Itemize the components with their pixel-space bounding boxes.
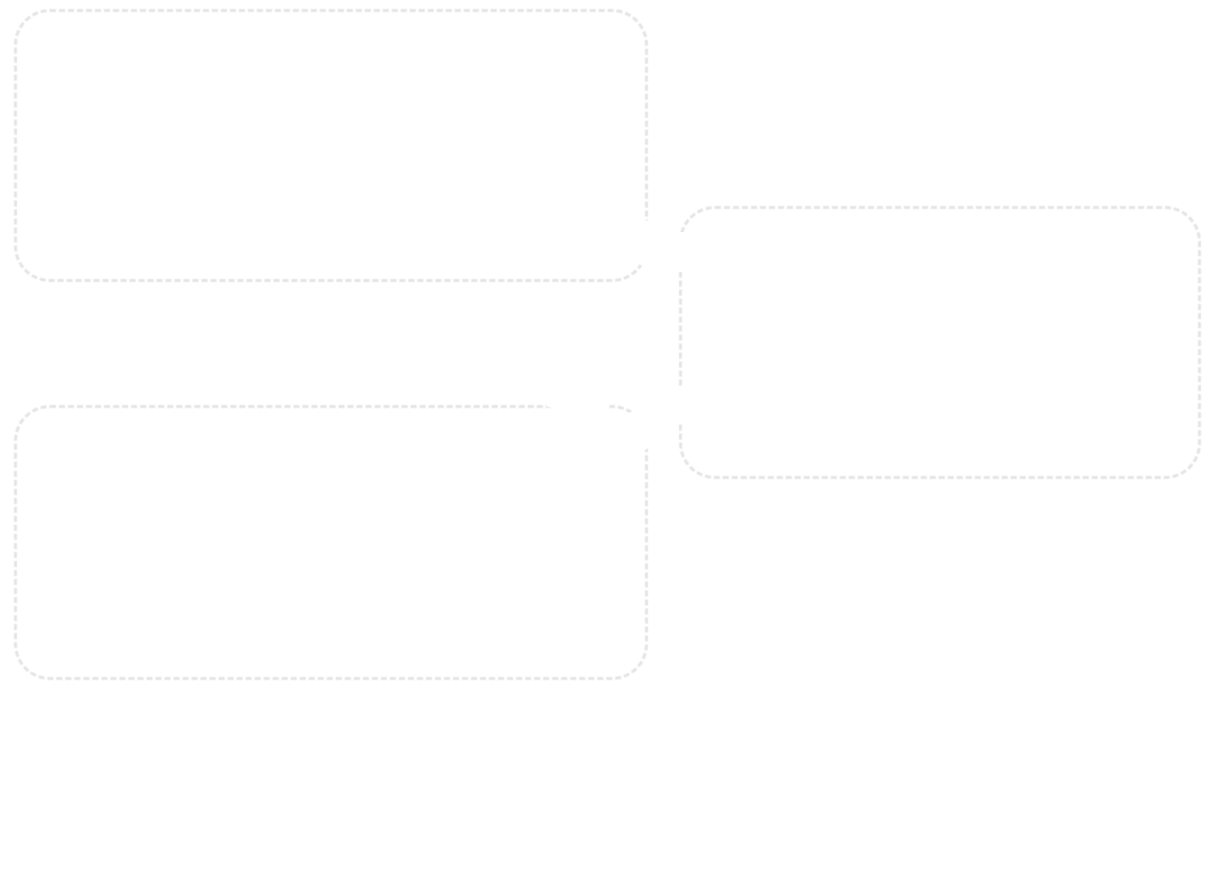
top-left-box bbox=[14, 9, 648, 282]
right-box bbox=[679, 206, 1201, 479]
bottom-left-box bbox=[14, 405, 648, 680]
connector-gap bbox=[668, 232, 692, 272]
connector-gap bbox=[668, 386, 692, 422]
